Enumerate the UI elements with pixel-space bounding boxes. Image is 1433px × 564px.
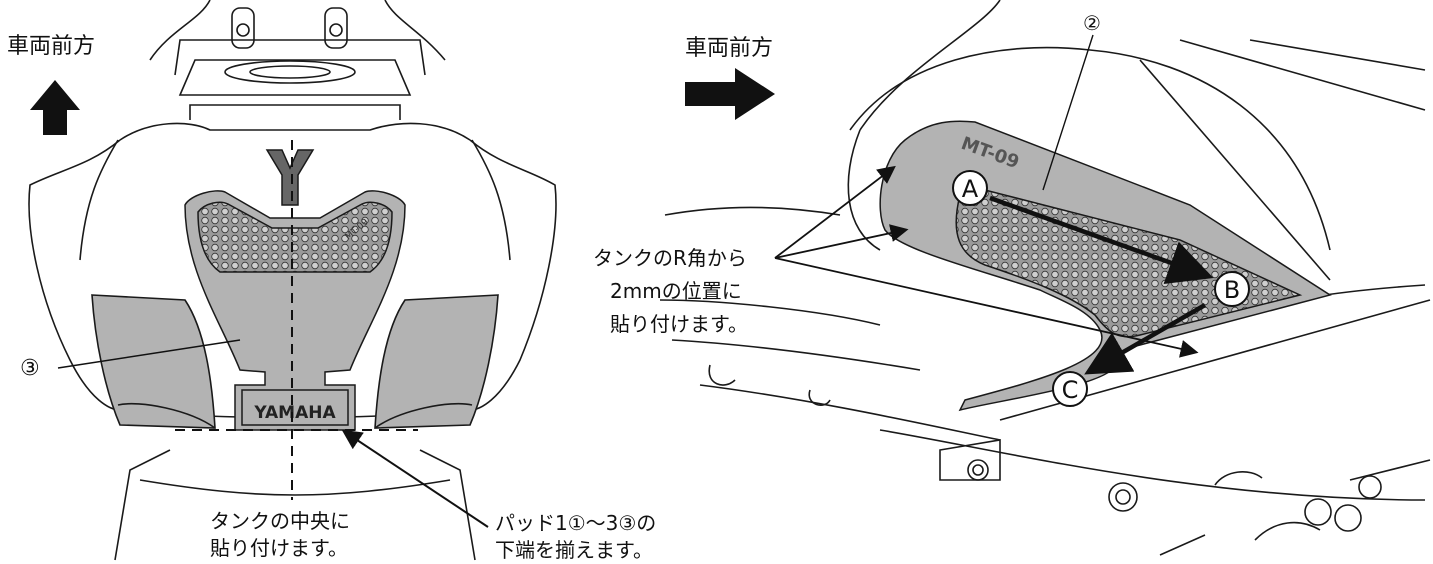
point-a: A xyxy=(952,170,988,206)
arrow-b-to-c xyxy=(1084,303,1207,375)
pad3-number: ③ xyxy=(20,356,40,381)
center-pad-emblem: YAMAHA xyxy=(253,403,336,423)
pad2-number: ② xyxy=(1083,11,1101,35)
corner-note-line-1: タンクのR角から xyxy=(593,246,747,270)
bottom-note-line-1: パッド1①～3③の xyxy=(495,511,657,535)
svg-text:C: C xyxy=(1062,376,1079,404)
pad3-leader xyxy=(57,339,241,369)
bottom-note-line-2: 下端を揃えます。 xyxy=(495,538,653,562)
corner-note-line-3: 貼り付けます。 xyxy=(610,312,748,336)
corner-leader-2 xyxy=(774,224,909,259)
right-tank-view xyxy=(659,0,1431,556)
pad2-leader xyxy=(1042,34,1094,191)
svg-text:A: A xyxy=(962,175,979,203)
corner-note-line-2: 2mmの位置に xyxy=(610,279,742,303)
svg-text:B: B xyxy=(1224,276,1240,304)
corner-leader-3 xyxy=(774,257,1199,358)
center-note-line-2: 貼り付けます。 xyxy=(210,536,348,560)
arrow-a-to-b xyxy=(989,195,1214,285)
point-b: B xyxy=(1214,271,1250,307)
center-note-line-1: タンクの中央に xyxy=(210,509,350,533)
bottom-note-leader xyxy=(341,429,489,528)
left-forward-label: 車両前方 xyxy=(7,34,96,59)
right-forward-label: 車両前方 xyxy=(685,36,774,61)
point-c: C xyxy=(1052,371,1088,407)
forward-arrow-right xyxy=(685,68,775,120)
center-pad-left xyxy=(184,149,406,431)
left-tank-view xyxy=(28,0,557,561)
corner-leader-1 xyxy=(774,165,896,259)
side-pad-right xyxy=(879,120,1332,412)
forward-arrow-up xyxy=(30,80,80,135)
